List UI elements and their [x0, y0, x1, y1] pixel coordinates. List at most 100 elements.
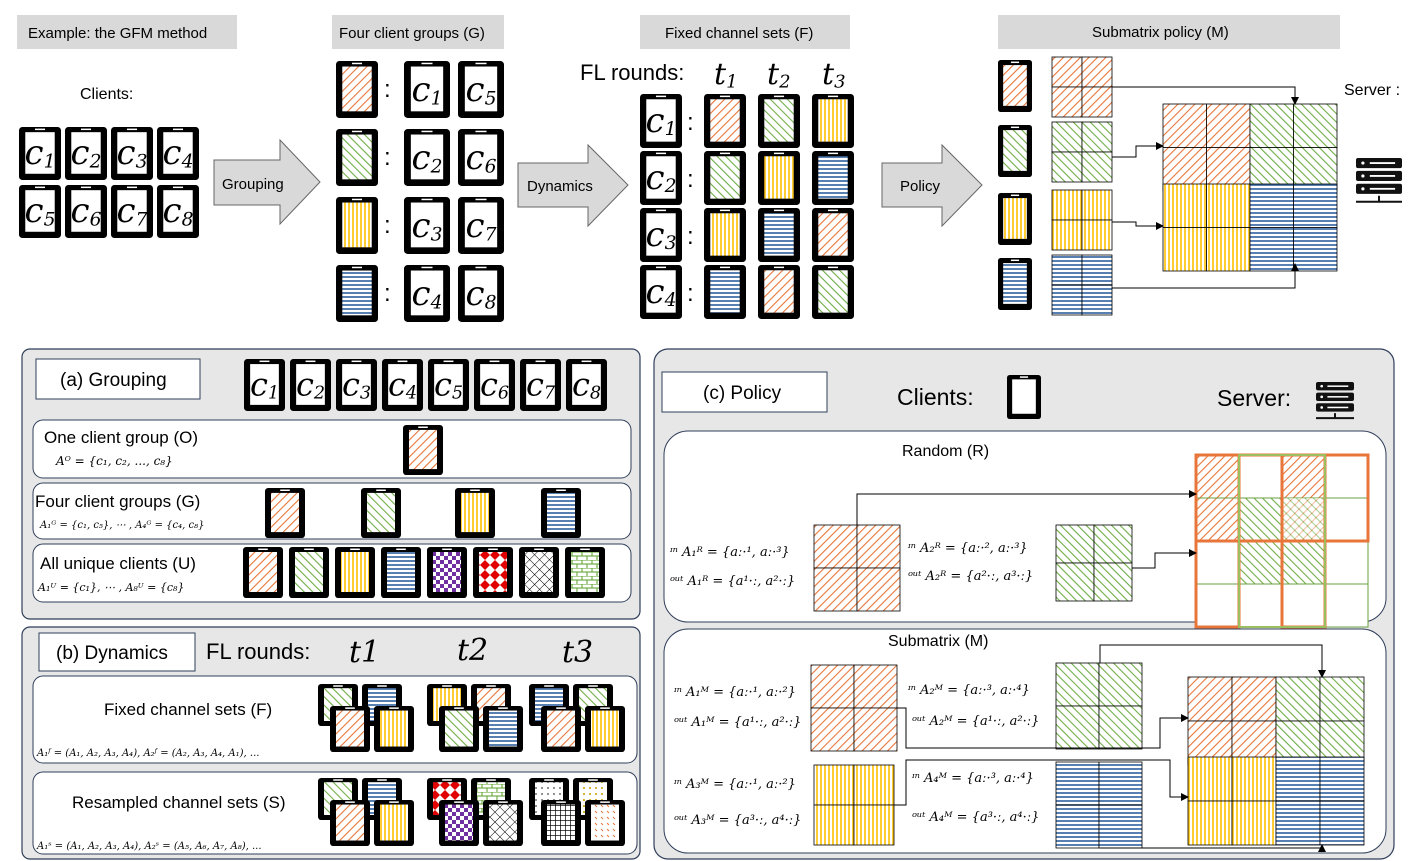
device-speaker — [454, 801, 464, 803]
weight-cell — [856, 524, 901, 569]
panel-a-devices — [243, 425, 605, 598]
weight-cell — [1187, 676, 1233, 722]
device-speaker — [581, 360, 592, 363]
stacked-device-front — [483, 706, 523, 752]
device-speaker — [556, 801, 566, 803]
weight-cell — [1098, 761, 1143, 806]
four-groups-title: Four client groups (G) — [35, 492, 200, 511]
device-screen — [460, 492, 490, 533]
weight-cell — [1098, 705, 1143, 750]
device-speaker — [172, 128, 184, 131]
example-header-label: Example: the GFM method — [28, 25, 207, 42]
client-index: 7 — [544, 384, 556, 404]
fixed-device — [812, 151, 854, 205]
group-client-device: c5 — [458, 61, 504, 118]
example-header-box — [17, 15, 237, 49]
panel-a-client-device: c7 — [520, 359, 561, 411]
random-server-cell — [1324, 540, 1369, 585]
device-screen — [408, 429, 438, 470]
device-speaker — [389, 707, 399, 709]
arrow-blue-to-server — [1112, 263, 1299, 289]
device-speaker — [827, 266, 839, 269]
panel-a-client-device: c8 — [566, 359, 607, 411]
client-name-label: c7 — [526, 365, 556, 403]
device-screen — [525, 363, 556, 406]
fixed-colon: : — [687, 280, 694, 307]
device-screen — [763, 155, 795, 200]
device-screen — [709, 269, 741, 314]
legend-client-device — [1007, 375, 1041, 419]
server-slot — [1369, 187, 1396, 190]
fixed-client-device: c1 — [640, 94, 682, 148]
device-speaker — [475, 62, 487, 65]
submatrix-server-yellow — [1187, 756, 1277, 846]
fixed-sets-title: Fixed channel sets (F) — [104, 700, 272, 719]
device-speaker — [258, 548, 268, 551]
device-speaker — [418, 426, 428, 428]
top-fl-rounds-label: FL rounds: — [580, 60, 684, 85]
submatrix-out-a4: ᵒᵘᵗ A₄ᴹ = {a³·ː, a⁴·ː} — [912, 810, 1039, 825]
top-server-icon — [1356, 158, 1402, 203]
device-screen — [464, 65, 498, 113]
arrow-sub-client4 — [1100, 844, 1326, 852]
panel-b-devices — [318, 684, 625, 846]
stacked-device-front — [541, 800, 581, 846]
device-speaker — [376, 489, 386, 491]
client-index: 2 — [313, 384, 325, 404]
unique-client-device — [335, 547, 375, 598]
device-speaker — [351, 130, 363, 133]
weight-cell — [1231, 756, 1277, 802]
group-colon: : — [384, 144, 391, 171]
server-slot — [1327, 406, 1349, 409]
device-speaker — [421, 198, 433, 201]
fixed-round-t1 — [318, 684, 414, 752]
random-client1-block — [813, 524, 901, 612]
weight-cell — [1055, 662, 1100, 707]
resampled-sets-formula: A₁ˢ = (A₁, A₂, A₃, A₄), A₂ˢ = (A₅, A₆, A… — [36, 841, 262, 852]
arrow-random-client2 — [1132, 549, 1197, 569]
weight-cell — [1051, 219, 1083, 251]
device-speaker — [397, 360, 408, 363]
device-screen — [410, 269, 444, 317]
device-speaker — [259, 360, 270, 363]
device-screen — [645, 155, 677, 200]
group-client-device: c3 — [404, 197, 450, 254]
random-server-cell — [1238, 540, 1283, 585]
panel-b-fl-rounds: FL rounds: — [206, 639, 310, 664]
server-slot — [1327, 385, 1349, 387]
device-screen — [341, 65, 373, 113]
weight-cell — [1249, 183, 1294, 228]
weight-cell — [1319, 800, 1365, 846]
device-screen — [645, 98, 677, 143]
groups-header-box — [332, 15, 504, 49]
weight-cell — [1051, 254, 1083, 286]
device-speaker — [556, 489, 566, 491]
device-speaker — [719, 266, 731, 269]
server-led — [1361, 161, 1365, 165]
device-speaker — [773, 95, 785, 98]
resampled-round-t1 — [318, 778, 414, 846]
device-speaker — [470, 489, 480, 491]
device-speaker — [489, 360, 500, 363]
weight-cell — [1051, 121, 1083, 153]
weight-cell — [1055, 761, 1100, 806]
device-screen — [335, 803, 365, 842]
top-client-device: c2 — [65, 127, 107, 180]
four-groups-device — [265, 488, 305, 538]
group-client-device: c4 — [404, 265, 450, 322]
submatrix-client-device — [998, 258, 1032, 310]
weight-cell — [813, 524, 858, 569]
server-led — [1361, 174, 1365, 178]
fixed-device — [704, 151, 746, 205]
group-client-device: c1 — [404, 61, 450, 118]
panel-c-title-box — [661, 371, 828, 413]
device-screen — [162, 189, 194, 233]
device-speaker — [486, 779, 496, 781]
top-round-t2: t2 — [767, 57, 791, 93]
device-speaker — [655, 209, 667, 212]
unique-client-device — [473, 547, 513, 598]
device-speaker — [827, 95, 839, 98]
stacked-device-front — [439, 800, 479, 846]
